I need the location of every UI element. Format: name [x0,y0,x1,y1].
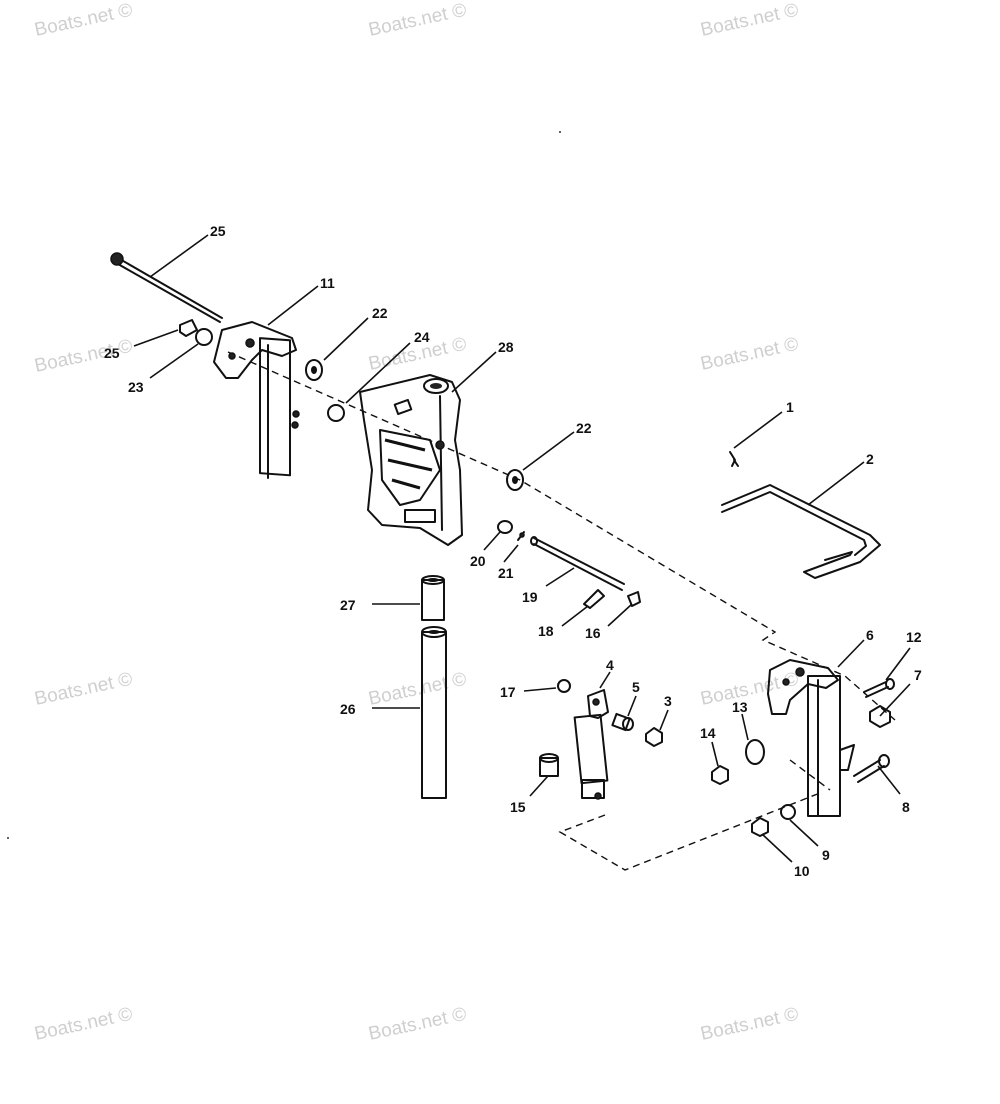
part-bolt-12 [863,678,895,698]
part-left-bracket [213,321,300,479]
callout-10: 10 [794,863,810,879]
scan-dot [7,837,9,839]
watermark: Boats.net © [367,669,469,710]
callout-16: 16 [585,625,601,641]
callout-23: 26 [340,701,356,717]
callout-12: 12 [906,629,922,645]
part-bushing-24 [421,575,445,621]
part-shock-absorber [573,689,609,800]
part-cotter-pin [729,451,739,467]
part-long-bolt [110,252,223,323]
part-bushing-15 [539,753,559,777]
callout-14: 14 [700,725,716,741]
part-washer-left [195,328,213,346]
watermark: Boats.net © [33,0,135,41]
callout-15: 15 [510,799,526,815]
part-nut-left [179,319,198,337]
part-nut-7 [869,705,891,728]
watermark: Boats.net © [699,334,801,375]
callout-17: 17 [500,684,516,700]
part-fitting-16 [627,591,641,607]
callout-22-upper: 22 [372,305,388,321]
callout-8: 8 [902,799,910,815]
callout-9: 9 [822,847,830,863]
part-washer-17 [557,679,571,693]
callout-labels: 25 11 25 23 22 24 28 22 1 2 20 21 19 18 … [104,223,922,879]
watermark: Boats.net © [367,0,469,41]
watermark: Boats.net © [367,1004,469,1045]
callout-7: 7 [914,667,922,683]
watermark: Boats.net © [699,669,801,710]
part-washer-9 [780,804,796,820]
callout-20: 20 [470,553,486,569]
watermark: Boats.net © [33,1004,135,1045]
callout-24: 27 [340,597,356,613]
part-nut-10 [751,817,769,837]
callout-13: 13 [732,699,748,715]
callout-2: 2 [866,451,874,467]
callout-1: 1 [786,399,794,415]
part-bushing-20 [497,520,513,534]
callout-4: 4 [606,657,614,673]
callout-11: 11 [320,275,335,291]
callout-6: 6 [866,627,874,643]
callout-22-lower: 22 [576,420,592,436]
part-washer-22-lower [506,469,524,491]
callout-18: 18 [538,623,554,639]
part-washer-25-center [327,404,345,422]
leader-lines [133,234,911,863]
part-bolt-8 [853,754,890,783]
callout-25-left: 23 [128,379,144,395]
callout-21: 21 [498,565,514,581]
part-nut-14 [711,765,729,785]
watermark: Boats.net © [699,0,801,41]
part-pin-21 [517,531,525,541]
callout-5: 5 [632,679,640,695]
part-washer-22-upper [305,359,323,381]
part-tilt-rod [721,484,881,579]
part-washer-13 [745,739,765,765]
part-right-bracket [767,659,855,817]
part-tube-23 [421,626,447,799]
callout-26: 25 [104,345,120,361]
callout-25-center: 24 [414,329,430,345]
callout-28: 28 [498,339,514,355]
watermark: Boats.net © [33,669,135,710]
part-nut-3 [645,727,663,747]
callout-3: 3 [664,693,672,709]
scan-dot [559,131,561,133]
callout-27: 25 [210,223,226,239]
callout-19: 19 [522,589,538,605]
assembly-path [227,351,896,871]
part-pin-19 [530,536,625,591]
part-fitting-18 [583,589,605,609]
part-bushing-5 [611,712,634,732]
watermark: Boats.net © [699,1004,801,1045]
part-swivel-bracket [359,374,463,546]
